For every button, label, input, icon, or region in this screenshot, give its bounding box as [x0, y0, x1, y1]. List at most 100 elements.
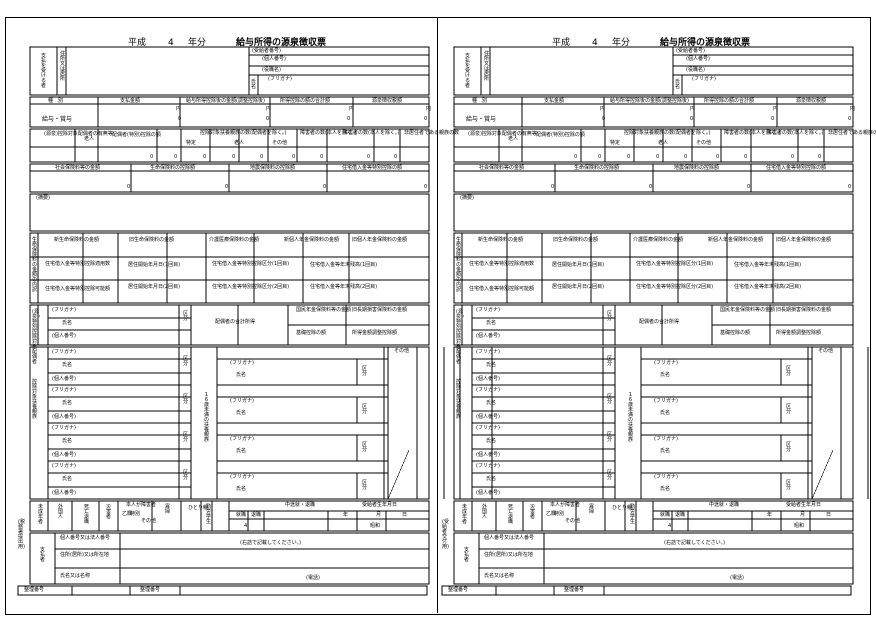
field-label: 区分: [183, 311, 189, 322]
field-label: 生命保険料の控除額: [150, 165, 196, 171]
grid-line: [387, 449, 410, 500]
field-label: 旧長期損害保険料の金額: [352, 307, 408, 313]
field-label: (フリガナ): [654, 436, 678, 442]
field-label: 住宅借入金等年末残高(1回目): [310, 262, 378, 268]
field-label: 氏名: [62, 476, 73, 482]
field-label: 氏名: [660, 486, 671, 492]
form-title: 給与所得の源泉徴収票: [660, 38, 751, 48]
field-label: 氏名: [486, 320, 497, 326]
field-label: 円: [690, 106, 696, 112]
amount-value: 0: [323, 184, 327, 190]
field-label: (フリガナ): [476, 463, 500, 469]
field-label: (フリガナ): [476, 387, 500, 393]
field-label: 日: [402, 512, 408, 518]
field-label: 氏名: [236, 410, 247, 416]
field-label: 氏名: [660, 372, 671, 378]
field-label: 所得控除の額の合計額: [704, 98, 755, 104]
field-label: 控除対象扶養親族の数(配偶者を除く。): [200, 130, 287, 136]
field-label: 控除対象扶養親族: [456, 379, 462, 420]
field-label: 地震保険料の控除額: [250, 165, 296, 171]
field-label: (個人番号): [262, 56, 286, 62]
payer-label: 支払者: [40, 547, 46, 563]
field-label: (個人番号): [476, 414, 500, 420]
address-label: 住所又は居所: [60, 51, 66, 82]
field-label: 氏名: [62, 400, 73, 406]
grid-line: [811, 449, 834, 500]
field-label: 特定: [610, 140, 621, 146]
count-value: 0: [203, 154, 207, 160]
field-label: 受給者生年月日: [786, 502, 822, 508]
field-label: 16歳未満の扶養親族: [204, 392, 210, 443]
field-label: その他: [141, 518, 157, 524]
field-label: 氏名: [486, 438, 497, 444]
field-label: 区分: [786, 404, 792, 415]
field-label: 死亡退職: [84, 504, 90, 525]
amount-value: 0: [225, 184, 229, 190]
field-label: (個人番号): [476, 452, 500, 458]
field-label: (フリガナ): [476, 425, 500, 431]
field-label: (個人番号): [52, 376, 76, 382]
count-value: 0: [292, 154, 296, 160]
field-label: 旧生命保険料の金額: [129, 237, 175, 243]
field-label: 所得金額調整控除額: [352, 330, 398, 336]
field-label: (フリガナ): [230, 436, 254, 442]
field-label: 氏名又は名称: [484, 573, 515, 579]
field-label: (源泉)控除対象配偶者の有無等: [44, 131, 113, 137]
field-label: 氏名: [236, 372, 247, 378]
field-label: 氏名: [486, 362, 497, 368]
field-label: (フリガナ): [52, 307, 76, 313]
field-label: 月: [376, 512, 382, 518]
field-label: 月: [800, 512, 806, 518]
address-label: 住所又は居所: [484, 51, 490, 82]
center-divider: [437, 17, 438, 613]
grid-box: [29, 193, 430, 232]
field-label: 種 別: [472, 98, 488, 104]
amount-value: 0: [848, 116, 852, 122]
field-label: 就職: [236, 512, 247, 518]
field-label: その他: [394, 348, 410, 354]
field-label: 居住開始年月日(2回目): [552, 284, 605, 290]
field-label: 4: [668, 523, 672, 529]
field-label: (電話): [730, 575, 744, 581]
field-label: 氏名: [660, 448, 671, 454]
field-label: 受給者生年月日: [362, 502, 398, 508]
field-label: (受給者番号): [252, 48, 281, 54]
field-label: 区分: [607, 356, 613, 367]
field-label: (フリガナ): [476, 349, 500, 355]
field-label: 区分: [362, 480, 368, 491]
field-label: 円: [349, 106, 355, 112]
count-value: 0: [684, 154, 688, 160]
field-label: 旧個人年金保険料の金額: [352, 237, 408, 243]
field-label: (源泉・特別)控除対象配偶者: [456, 309, 467, 365]
field-label: (右詰で記載してください。): [240, 540, 302, 546]
title-year: 4: [592, 38, 598, 48]
field-label: (フリガナ): [52, 425, 76, 431]
field-label: ひとり親: [612, 505, 632, 511]
field-label: 氏名: [660, 410, 671, 416]
field-label: 居住開始年月日(1回目): [552, 262, 605, 268]
count-value: 0: [744, 154, 748, 160]
field-label: 障害者の数(本人を除く。): [343, 130, 400, 136]
field-label: 勤労学生: [630, 504, 636, 525]
grid-box: [453, 128, 854, 163]
field-label: 本人が障害者: [126, 502, 157, 508]
count-value: 0: [818, 154, 822, 160]
field-label: 氏名又は名称: [60, 573, 91, 579]
field-label: 新生命保険料の金額: [54, 237, 100, 243]
field-label: (フリガナ): [230, 398, 254, 404]
grid-box: [453, 193, 854, 232]
field-label: (フリガナ): [52, 349, 76, 355]
grid-box: [453, 96, 854, 128]
field-label: 4: [244, 523, 248, 529]
field-label: (個人番号): [52, 414, 76, 420]
field-label: 区分: [183, 356, 189, 367]
field-label: その他: [565, 518, 581, 524]
count-value: 0: [232, 154, 236, 160]
field-label: 昭和: [794, 523, 805, 529]
field-label: 住宅借入金等特別控除の額: [766, 165, 827, 171]
field-label: 源泉徴収税額: [372, 98, 403, 104]
field-label: その他: [696, 140, 712, 146]
field-label: 新個人年金保険料の金額: [284, 237, 340, 243]
field-label: 氏名: [236, 486, 247, 492]
grid-box: [29, 232, 430, 304]
